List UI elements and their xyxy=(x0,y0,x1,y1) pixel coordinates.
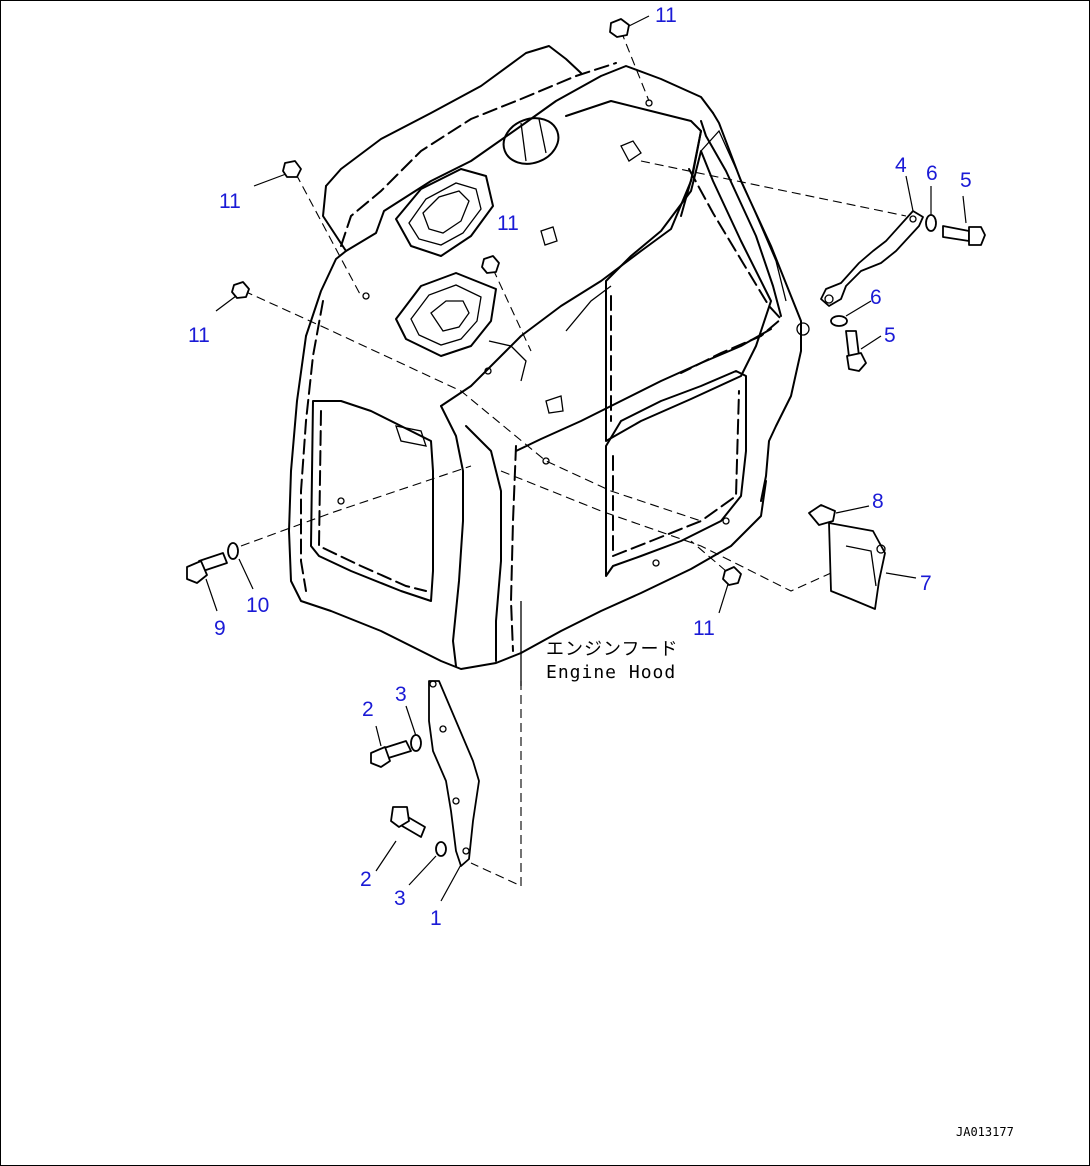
callout-5-upper: 5 xyxy=(960,169,972,192)
callout-9: 9 xyxy=(214,617,226,640)
callout-2-upper: 2 xyxy=(362,698,374,721)
callout-6-lower: 6 xyxy=(870,286,882,309)
part-7-cover xyxy=(828,522,886,610)
callout-11-center: 11 xyxy=(497,212,519,235)
engine-hood-label-japanese: エンジンフード xyxy=(546,639,679,660)
part-6-washers xyxy=(830,214,937,327)
callout-3-upper: 3 xyxy=(395,683,407,706)
callout-11-left-lower: 11 xyxy=(188,324,210,347)
drawing-number: JA013177 xyxy=(956,1125,1014,1139)
leader-lines xyxy=(205,15,967,902)
callout-4: 4 xyxy=(895,154,907,177)
part-4-bracket xyxy=(820,210,924,307)
engine-hood-label: エンジンフード Engine Hood xyxy=(546,638,678,684)
callout-10: 10 xyxy=(246,594,270,617)
callout-11-top: 11 xyxy=(655,4,677,27)
part-11-clips xyxy=(231,18,742,586)
part-10-washer xyxy=(227,542,239,560)
callout-6-upper: 6 xyxy=(926,162,938,185)
part-5-bolts xyxy=(845,225,986,372)
callout-3-lower: 3 xyxy=(394,887,406,910)
engine-hood-body xyxy=(288,45,810,670)
callout-11-left-upper: 11 xyxy=(219,190,241,213)
callout-5-lower: 5 xyxy=(884,324,896,347)
part-1-plate xyxy=(428,680,480,867)
part-8-key xyxy=(808,504,836,526)
part-9-bolt xyxy=(186,552,228,584)
part-2-bolts xyxy=(370,740,426,838)
engine-hood-label-english: Engine Hood xyxy=(546,662,677,683)
callout-1: 1 xyxy=(430,907,442,930)
callout-7: 7 xyxy=(920,572,932,595)
callout-8: 8 xyxy=(872,490,884,513)
part-3-washers xyxy=(410,734,447,857)
callout-11-bottom: 11 xyxy=(693,617,715,640)
callout-2-lower: 2 xyxy=(360,868,372,891)
